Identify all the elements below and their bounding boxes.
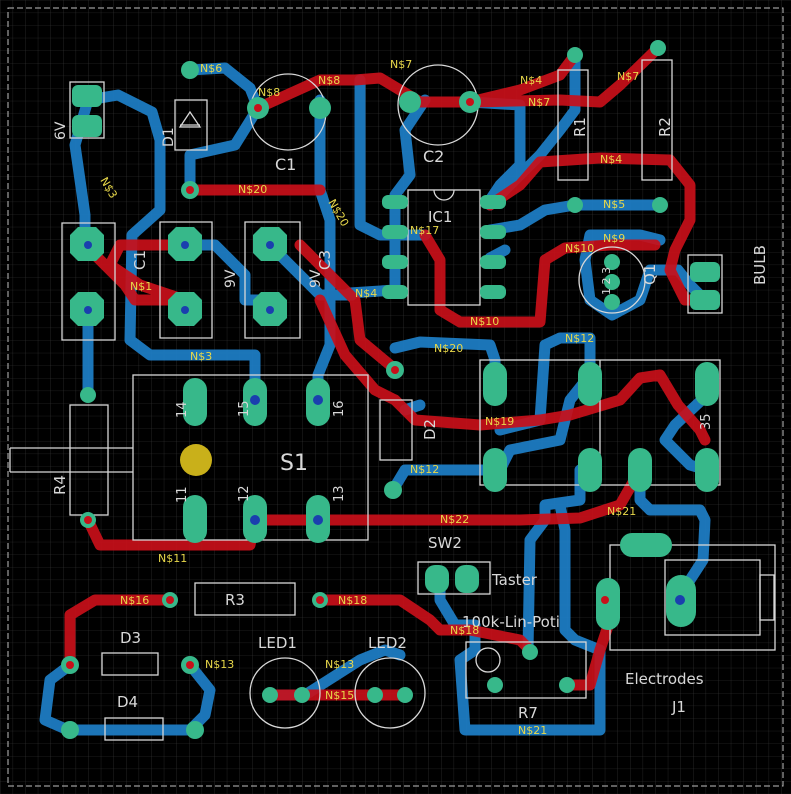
label-c3: C3 bbox=[316, 250, 334, 270]
net-label-n16: N$16 bbox=[120, 594, 149, 607]
label-pin-16: 16 bbox=[332, 400, 347, 417]
net-label-n8-a: N$8 bbox=[258, 86, 280, 99]
net-label-n1: N$1 bbox=[130, 280, 152, 293]
label-q1-pins: 1 2 3 bbox=[600, 267, 613, 295]
label-bulb: BULB bbox=[751, 245, 769, 285]
label-pin-12: 12 bbox=[237, 485, 252, 502]
pads bbox=[61, 40, 720, 739]
label-pin-11: 11 bbox=[175, 486, 190, 503]
net-label-n18-a: N$18 bbox=[338, 594, 367, 607]
net-label-n10-a: N$10 bbox=[470, 315, 499, 328]
label-d2: D2 bbox=[421, 419, 439, 440]
label-led2: LED2 bbox=[368, 634, 407, 652]
net-label-n4-c: N$4 bbox=[355, 287, 377, 300]
label-led1: LED1 bbox=[258, 634, 297, 652]
label-d3: D3 bbox=[120, 629, 141, 647]
label-j1: J1 bbox=[671, 698, 686, 716]
label-q1: Q1 bbox=[641, 264, 659, 285]
label-9v-a: 9V bbox=[223, 269, 239, 288]
drill-holes bbox=[84, 241, 685, 605]
net-label-n7-c: N$7 bbox=[617, 70, 639, 83]
net-label-n20-c: N$20 bbox=[434, 342, 463, 355]
label-pin-14: 14 bbox=[175, 401, 190, 418]
label-r1: R1 bbox=[571, 117, 589, 137]
net-label-n10-b: N$10 bbox=[565, 242, 594, 255]
label-r3: R3 bbox=[225, 591, 245, 609]
label-c2: C2 bbox=[423, 147, 444, 166]
net-label-n7-a: N$7 bbox=[390, 58, 412, 71]
label-pin-13: 13 bbox=[332, 485, 347, 502]
net-label-n9: N$9 bbox=[603, 232, 625, 245]
component-labels: 6V D1 C1 C2 IC1 R1 R2 Q1 BULB C1 C3 9V 9… bbox=[51, 117, 769, 722]
net-label-n3-b: N$3 bbox=[190, 350, 212, 363]
label-electrodes: Electrodes bbox=[625, 670, 704, 688]
label-6v: 6V bbox=[53, 121, 69, 140]
label-poti: 100k-Lin-Poti bbox=[462, 613, 560, 631]
label-r2: R2 bbox=[656, 117, 674, 137]
net-label-n8-b: N$8 bbox=[318, 74, 340, 87]
label-c4: C1 bbox=[131, 250, 149, 270]
net-label-n15: N$15 bbox=[325, 689, 354, 702]
net-label-n7-b: N$7 bbox=[528, 96, 550, 109]
net-label-n13-a: N$13 bbox=[205, 658, 234, 671]
net-labels: N$6 N$8 N$8 N$7 N$7 N$4 N$7 N$4 N$5 N$20… bbox=[97, 58, 639, 737]
net-label-n6: N$6 bbox=[200, 62, 222, 75]
net-label-n21-a: N$21 bbox=[607, 505, 636, 518]
net-label-n4-b: N$4 bbox=[600, 153, 622, 166]
label-pin-35: 35 bbox=[699, 413, 714, 430]
label-s1: S1 bbox=[280, 451, 308, 476]
label-d1: D1 bbox=[161, 127, 177, 147]
net-label-n18-b: N$18 bbox=[450, 624, 479, 637]
top-vias bbox=[66, 98, 609, 669]
net-label-n21-b: N$21 bbox=[518, 724, 547, 737]
net-label-n12-a: N$12 bbox=[565, 332, 594, 345]
net-label-n5: N$5 bbox=[603, 198, 625, 211]
switch-knob bbox=[180, 444, 212, 476]
net-label-n17: N$17 bbox=[410, 224, 439, 237]
label-9v-b: 9V bbox=[308, 269, 324, 288]
label-d4: D4 bbox=[117, 693, 138, 711]
net-label-n13-b: N$13 bbox=[325, 658, 354, 671]
net-label-n20-a: N$20 bbox=[238, 183, 267, 196]
label-taster: Taster bbox=[491, 571, 538, 589]
top-copper-traces bbox=[64, 42, 711, 701]
label-r4: R4 bbox=[51, 475, 69, 495]
net-label-n19: N$19 bbox=[485, 415, 514, 428]
label-c1: C1 bbox=[275, 155, 296, 174]
net-label-n11: N$11 bbox=[158, 552, 187, 565]
net-label-n4-a: N$4 bbox=[520, 74, 542, 87]
net-label-n22-a: N$22 bbox=[440, 513, 469, 526]
label-sw2: SW2 bbox=[428, 534, 462, 552]
label-ic1: IC1 bbox=[428, 208, 452, 226]
label-r7: R7 bbox=[518, 704, 538, 722]
net-label-n12-b: N$12 bbox=[410, 463, 439, 476]
label-pin-15: 15 bbox=[237, 400, 252, 417]
